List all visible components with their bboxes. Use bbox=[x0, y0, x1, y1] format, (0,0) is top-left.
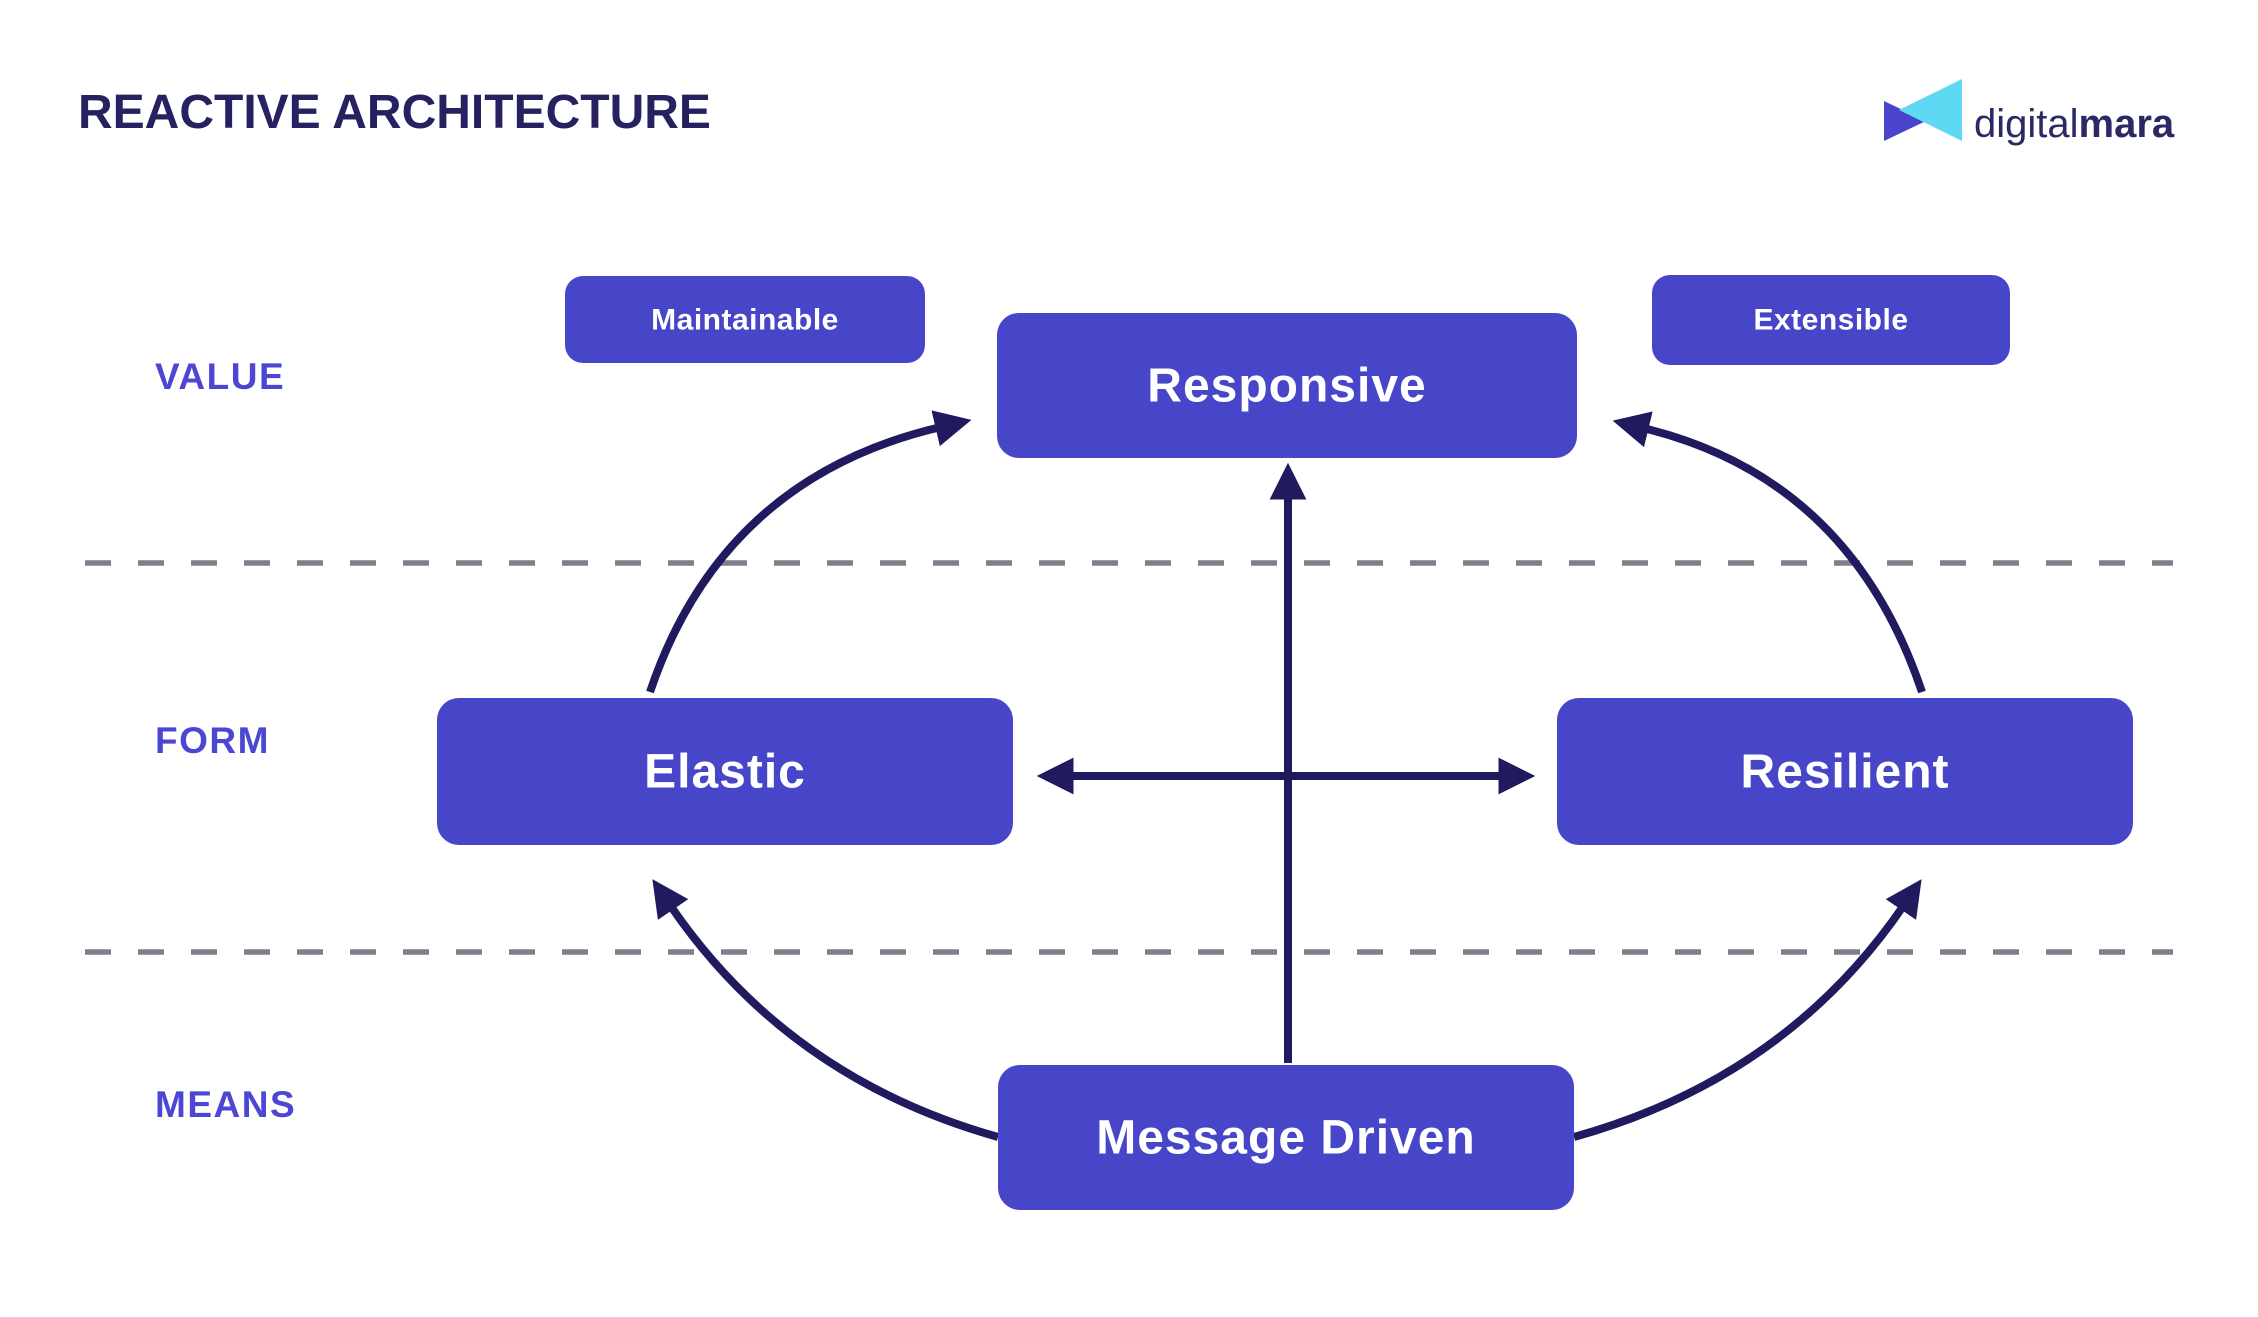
resilient-label: Resilient bbox=[1740, 746, 1949, 799]
responsive-box bbox=[997, 313, 1577, 458]
node-responsive: Responsive bbox=[997, 313, 1577, 458]
logo-wordmark: digitalmara bbox=[1974, 102, 2175, 146]
arrow-message-driven-to-resilient bbox=[1572, 879, 1922, 1141]
row-label-means: MEANS bbox=[155, 1084, 296, 1125]
arrow-resilient-to-responsive bbox=[1612, 411, 1926, 694]
resilient-box bbox=[1557, 698, 2133, 845]
elastic-box bbox=[437, 698, 1013, 845]
logo-cyan-triangle-icon bbox=[1899, 79, 1962, 141]
message-driven-box bbox=[998, 1065, 1574, 1210]
responsive-label: Responsive bbox=[1147, 360, 1426, 413]
arrow-message-driven-to-elastic bbox=[652, 879, 1000, 1141]
extensible-box bbox=[1652, 275, 2010, 365]
node-resilient: Resilient bbox=[1557, 698, 2133, 845]
node-extensible: Extensible bbox=[1652, 275, 2010, 365]
maintainable-box bbox=[565, 276, 925, 363]
node-maintainable: Maintainable bbox=[565, 276, 925, 363]
extensible-label: Extensible bbox=[1753, 304, 1908, 337]
maintainable-label: Maintainable bbox=[651, 304, 839, 337]
row-label-value: VALUE bbox=[155, 356, 285, 397]
node-elastic: Elastic bbox=[437, 698, 1013, 845]
elastic-label: Elastic bbox=[644, 746, 806, 799]
node-message-driven: Message Driven bbox=[998, 1065, 1574, 1210]
row-label-form: FORM bbox=[155, 720, 270, 761]
digitalmara-logo: digitalmara bbox=[1884, 79, 2175, 146]
logo-indigo-triangle-icon bbox=[1884, 101, 1926, 141]
message-driven-label: Message Driven bbox=[1096, 1112, 1476, 1165]
arrow-elastic-to-responsive bbox=[646, 410, 972, 694]
page-title: REACTIVE ARCHITECTURE bbox=[78, 86, 711, 139]
